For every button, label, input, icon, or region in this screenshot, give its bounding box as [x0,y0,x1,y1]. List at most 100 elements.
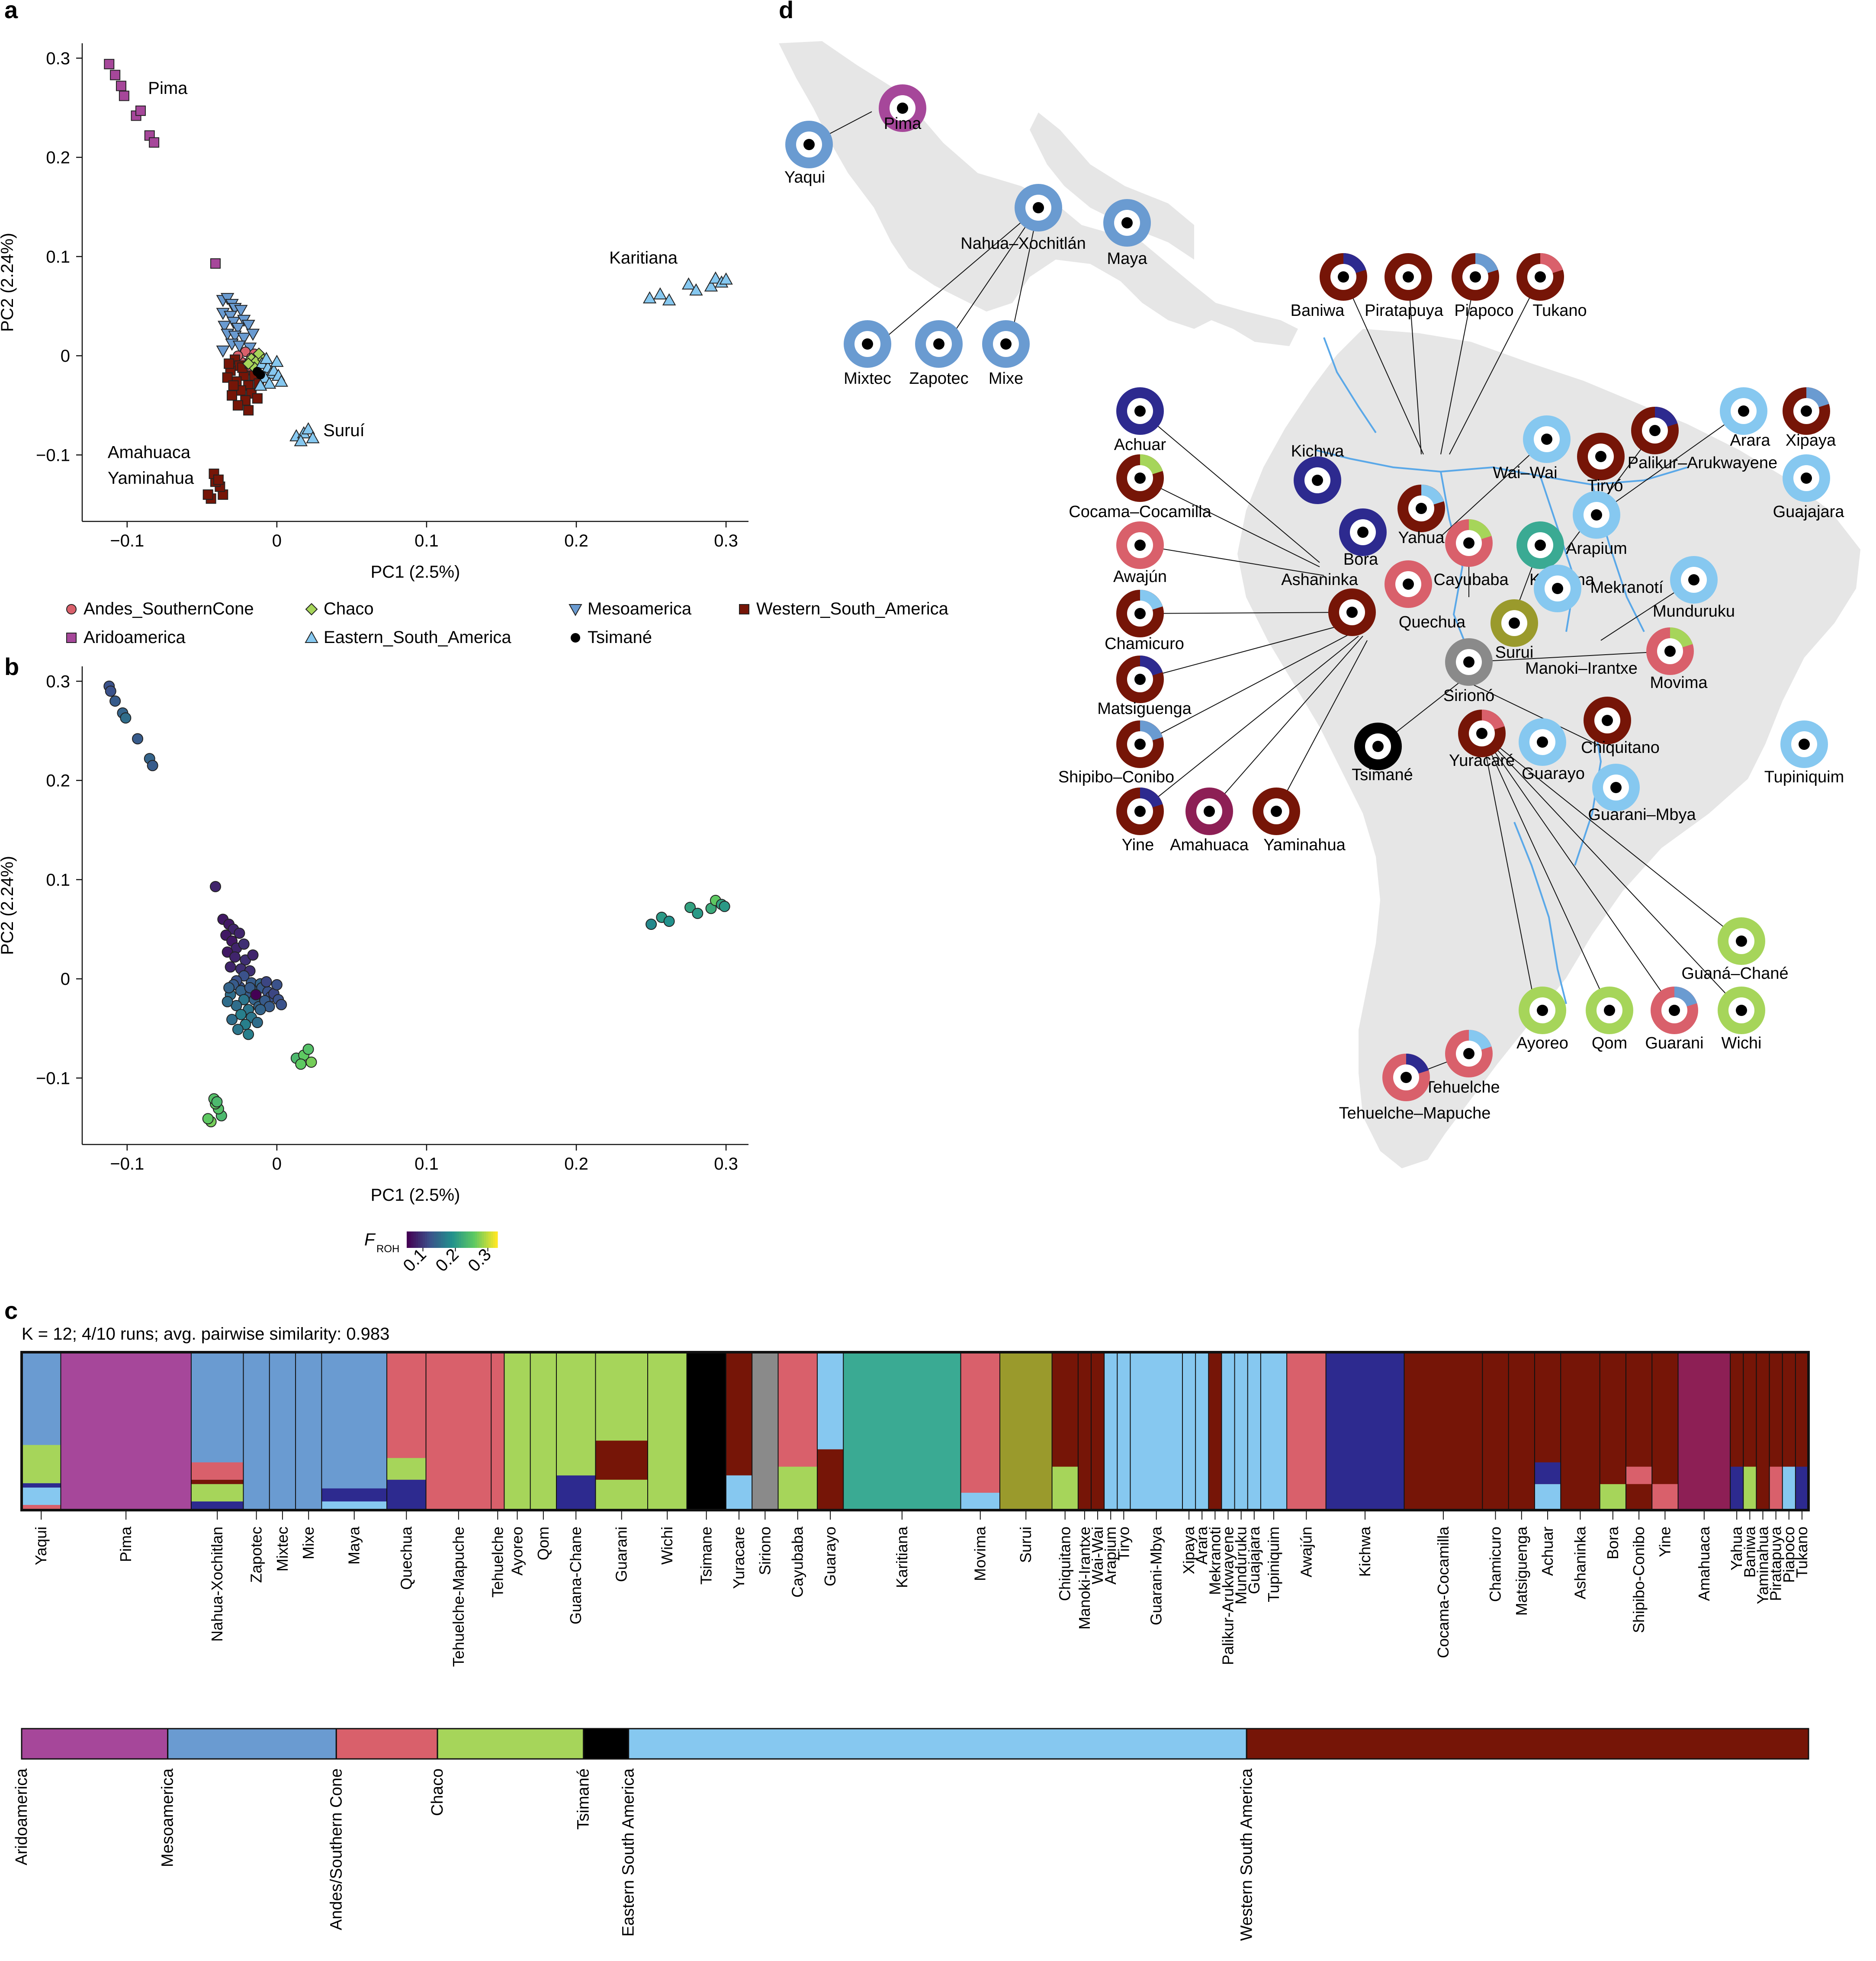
structure-population-Tehuelche-Mapuche: Tehuelche-Mapuche [425,1352,491,1667]
data-point [255,370,265,379]
data-point [662,293,676,305]
ancestry-donut [982,320,1030,368]
leader-line [1471,683,1597,745]
data-point [132,733,144,745]
colorbar-swatch [491,1231,494,1248]
donut-center-dot [933,338,944,350]
data-point [243,1029,254,1040]
data-point [222,996,233,1007]
population-label: Mekranoti [1206,1527,1224,1595]
map-population-label: Tehuelche–Mapuche [1339,1104,1491,1122]
donut-center-dot [1535,271,1546,283]
map-population-label: Movima [1650,674,1708,692]
donut-center-dot [1033,202,1044,213]
structure-bar [648,1352,687,1510]
region-bar [583,1728,630,1760]
data-point [295,1058,307,1070]
donut-center-dot [1000,338,1012,350]
structure-population-Matsiguenga: Matsiguenga [1508,1352,1535,1616]
legend-label: Chaco [324,599,374,618]
ancestry-donut [1116,590,1164,637]
population-label: Quechua [397,1526,415,1590]
structure-bar [1652,1352,1678,1510]
data-point [216,345,230,358]
structure-bar [1678,1352,1731,1510]
ancestry-donut [1103,199,1151,247]
colorbar-swatch [488,1231,491,1248]
y-tick-label: −0.1 [36,1069,70,1088]
region-bar [628,1728,1247,1760]
structure-bar [1534,1462,1561,1484]
region-block: Eastern South America [620,1728,1247,1937]
structure-bar [1508,1352,1535,1510]
donut-center-dot [1738,405,1749,417]
legend-label: Western_South_America [756,599,949,618]
panel-b-letter: b [4,653,19,680]
ancestry-donut [1294,456,1341,504]
population-label: Siriono [756,1527,774,1575]
colorbar-label: F [364,1230,376,1249]
leader-line [1140,631,1355,745]
data-point [681,277,696,290]
structure-population-Mixtec: Mixtec [269,1352,296,1572]
legend-label: Aridoamerica [84,628,186,647]
ancestry-donut [1592,764,1640,811]
population-label: Cocama-Cocamilla [1434,1526,1452,1658]
map-population-label: Ayoreo [1516,1034,1568,1052]
data-point [225,961,236,973]
population-label: Mixe [299,1527,317,1559]
leader-line [1440,439,1547,537]
donut-center-dot [1357,527,1368,538]
data-point [250,989,262,1000]
data-point [231,322,245,335]
data-point [211,1096,223,1108]
donut-center-dot [1338,271,1349,283]
data-point [663,916,675,927]
leader-line [1609,411,1744,507]
structure-bar [1600,1458,1626,1484]
region-label: Western South America [1237,1768,1256,1941]
population-label: Wichi [658,1527,676,1565]
map-population-label: Yaqui [784,168,825,186]
donut-center-dot [1664,646,1676,657]
structure-bar [843,1352,961,1510]
region-block: Western South America [1237,1728,1809,1941]
y-tick-label: 0.3 [46,672,70,691]
structure-bar [1730,1466,1744,1510]
map-population-label: Guaná–Chané [1681,964,1788,983]
map-population-label: Qom [1592,1034,1627,1052]
leader-line [1140,636,1359,812]
donut-center-dot [1134,608,1146,619]
legend-label: Mesoamerica [588,599,692,618]
legend-item: Tsimané [571,628,652,647]
donut-center-dot [1509,617,1520,629]
data-point [719,900,730,912]
population-label: Karitiana [893,1526,911,1588]
map-population-label: Bora [1343,550,1378,569]
structure-population-Guana-Chane: Guana-Chane [556,1352,596,1624]
point-annotation: Pima [148,79,188,98]
structure-population-Mixe: Mixe [295,1352,322,1559]
region-bar [335,1728,438,1760]
x-tick-label: 0.2 [564,531,588,550]
colorbar-swatch [447,1231,450,1248]
population-label: Movima [971,1526,989,1581]
structure-bar [1247,1352,1261,1510]
data-point [653,287,667,300]
colorbar-swatch [454,1231,457,1248]
structure-frame [20,1351,1810,1511]
population-label: Cayubaba [789,1526,806,1598]
ancestry-donut [1586,987,1633,1034]
donut-center-dot [1204,806,1215,817]
map-population-label: Cayubaba [1433,571,1509,589]
colorbar-swatch [461,1231,464,1248]
structure-bar [1078,1352,1091,1510]
legend-marker [305,603,318,616]
data-point [301,422,315,434]
structure-bar [595,1440,648,1480]
structure-bar [778,1466,817,1510]
map-population-label: Yine [1122,836,1154,854]
structure-bar [1052,1466,1078,1510]
donut-center-dot [1134,739,1146,750]
structure-population-Tiryo: Tiryo [1115,1352,1132,1561]
